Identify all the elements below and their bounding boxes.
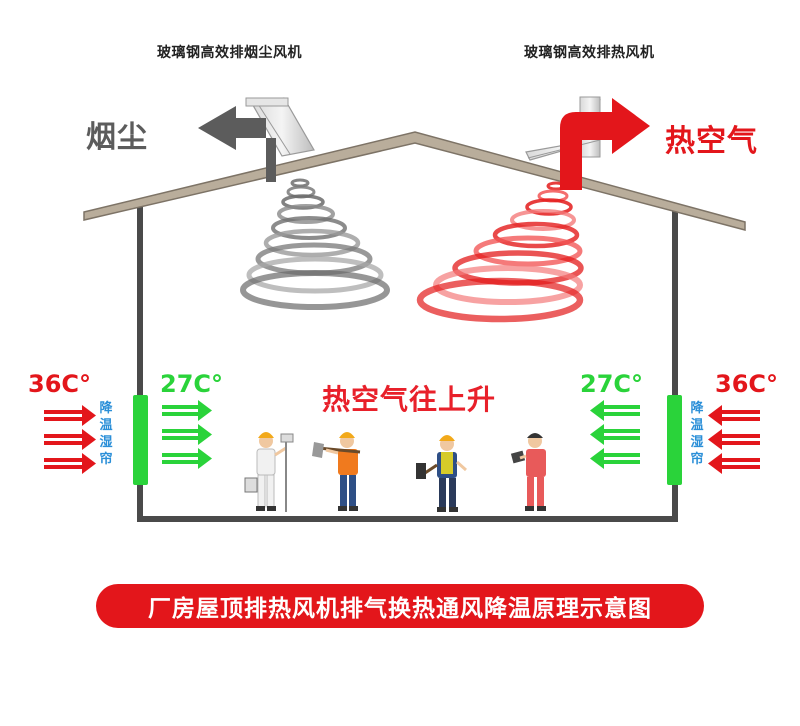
caption-banner: 厂房屋顶排热风机排气换热通风降温原理示意图	[96, 584, 704, 628]
floor	[137, 516, 678, 522]
worker-hammer	[416, 435, 467, 512]
right-hot-air-arrows	[708, 405, 760, 474]
left-outside-temp: 36C°	[28, 370, 92, 398]
right-cool-air-arrows	[590, 400, 640, 469]
left-cool-air-arrows	[162, 400, 212, 469]
smoke-exhaust-arrow	[198, 106, 276, 182]
right-outside-temp: 36C°	[715, 370, 779, 398]
right-inside-temp: 27C°	[580, 370, 644, 398]
worker-supervisor	[510, 433, 546, 511]
right-wet-curtain	[667, 395, 682, 485]
left-hot-air-arrows	[44, 405, 96, 474]
factory-building	[137, 205, 678, 522]
left-inside-temp: 27C°	[160, 370, 224, 398]
smoke-fan-label: 玻璃钢高效排烟尘风机	[157, 45, 302, 61]
left-wall	[137, 205, 143, 522]
right-wall	[672, 205, 678, 522]
worker-painter	[244, 432, 294, 512]
smoke-exhaust-fan	[245, 97, 315, 157]
hot-air-label: 热空气	[665, 124, 758, 159]
heat-exhaust-arrow	[560, 98, 650, 190]
worker-shovel	[312, 432, 361, 511]
left-curtain-label: 降温湿帘	[99, 401, 113, 467]
smoke-swirl	[240, 178, 390, 310]
left-wet-curtain	[133, 395, 148, 485]
roof	[83, 131, 746, 231]
right-curtain-label: 降温湿帘	[690, 401, 704, 467]
hot-air-rising-label: 热空气往上升	[322, 383, 497, 416]
heat-swirl	[416, 181, 584, 323]
smoke-label: 烟尘	[86, 120, 148, 155]
caption-text: 厂房屋顶排热风机排气换热通风降温原理示意图	[148, 596, 652, 622]
heat-fan-label: 玻璃钢高效排热风机	[524, 45, 655, 61]
